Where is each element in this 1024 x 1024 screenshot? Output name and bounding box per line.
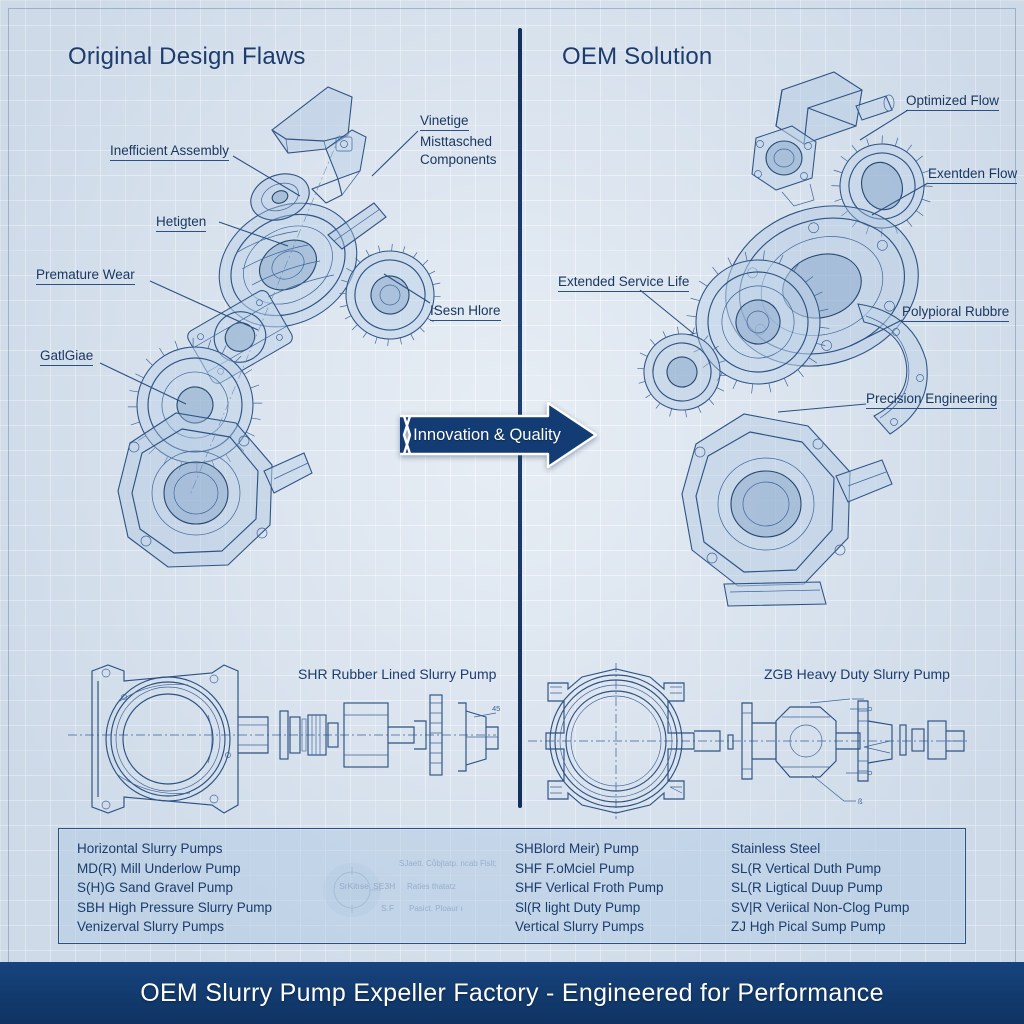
callout-extended-service-life: Extended Service Life xyxy=(558,273,690,293)
list-item[interactable]: SL(R Ligtical Duup Pump xyxy=(731,880,883,895)
footer-banner: OEM Slurry Pump Expeller Factory - Engin… xyxy=(0,962,1024,1024)
watermark-row-1-key: SE3H xyxy=(373,881,396,891)
watermark-row-0-text: SJaett. Cůbjtatp. ncab Flslt; xyxy=(399,859,497,868)
list-item[interactable]: SL(R Vertical Duth Pump xyxy=(731,860,882,876)
product-list-column-2: SHBlord Meir) Pump SHF F.oMciel Pump SHF… xyxy=(515,839,664,937)
arrow-label: Innovation & Quality xyxy=(413,425,561,444)
watermark-circle-icon xyxy=(323,863,381,917)
list-item[interactable]: S(H)G Sand Gravel Pump xyxy=(77,880,234,895)
shr-pump-technical-drawing: 45 xyxy=(62,655,502,825)
callout-premature-wear: Premature Wear xyxy=(36,266,135,286)
list-item[interactable]: SHBlord Meir) Pump xyxy=(515,841,639,856)
callout-isesn-hlore: ISesn Hlore xyxy=(430,302,501,322)
callout-gatlgiae: GatlGiae xyxy=(40,347,94,367)
tech-caption-right: ZGB Heavy Duty Slurry Pump xyxy=(764,666,950,682)
list-item[interactable]: SHF F.oMciel Pump xyxy=(515,860,635,876)
tech-dimension-right: ß xyxy=(858,797,863,806)
watermark-group: SrKitıse SJaett. Cůbjtatp. ncab Flslt; S… xyxy=(321,845,521,933)
product-list-column-3: Stainless Steel SL(R Vertical Duth Pump … xyxy=(731,839,909,937)
list-item[interactable]: ZJ Hgh Pical Sump Pump xyxy=(731,919,886,934)
left-panel-title: Original Design Flaws xyxy=(68,43,306,70)
right-panel-title: OEM Solution xyxy=(562,43,713,70)
product-list-panel: SrKitıse SJaett. Cůbjtatp. ncab Flslt; S… xyxy=(58,828,966,944)
tech-caption-left: SHR Rubber Lined Slurry Pump xyxy=(298,666,497,682)
right-leader-lines xyxy=(639,109,929,413)
list-item[interactable]: Sl(R light Duty Pump xyxy=(515,899,641,915)
innovation-quality-arrow: Innovation & Quality xyxy=(398,400,598,470)
list-item[interactable]: Vertical Slurry Pumps xyxy=(515,919,645,934)
callout-mismatched-components: Vinetige Misttasched Components xyxy=(420,113,497,167)
footer-banner-text: OEM Slurry Pump Expeller Factory - Engin… xyxy=(140,978,884,1007)
callout-optimized-flow: Optimized Flow xyxy=(906,92,1000,112)
callout-polypioral-rubbre: Polypioral Rubbre xyxy=(902,303,1010,323)
callout-exentden-flow: Exentden Flow xyxy=(928,165,1018,185)
list-item[interactable]: SHF Verlical Froth Pump xyxy=(515,880,664,895)
list-item[interactable]: MD(R) Mill Underlow Pump xyxy=(77,860,241,876)
zgb-pump-technical-drawing: ß xyxy=(524,655,974,825)
list-item[interactable]: SV|R Veriical Non-Clog Pump xyxy=(731,899,910,915)
watermark-row-2-key: S.F xyxy=(381,903,395,913)
watermark-row-1-text: Raties thatatz xyxy=(407,882,456,891)
list-item[interactable]: Stainless Steel xyxy=(731,841,821,856)
list-item[interactable]: Venizerval Slurry Pumps xyxy=(77,919,225,934)
list-item[interactable]: SBH High Pressure Slurry Pump xyxy=(77,899,273,915)
left-leader-lines xyxy=(99,130,431,405)
callout-precision-engineering: Precision Engineering xyxy=(866,390,998,410)
original-design-exploded-assembly xyxy=(90,75,490,595)
oem-solution-exploded-assembly xyxy=(610,60,1010,620)
watermark-badge-label: SrKitıse xyxy=(339,881,369,891)
callout-inefficient-assembly: Inefficient Assembly xyxy=(110,142,230,162)
watermark-row-2-text: Pasict. Ploaur ı xyxy=(409,904,463,913)
callout-hetigten: Hetigten xyxy=(156,213,207,233)
tech-dimension-left: 45 xyxy=(492,704,500,713)
list-item[interactable]: Horizontal Slurry Pumps xyxy=(77,841,223,856)
product-list-column-1: Horizontal Slurry Pumps MD(R) Mill Under… xyxy=(77,839,272,937)
